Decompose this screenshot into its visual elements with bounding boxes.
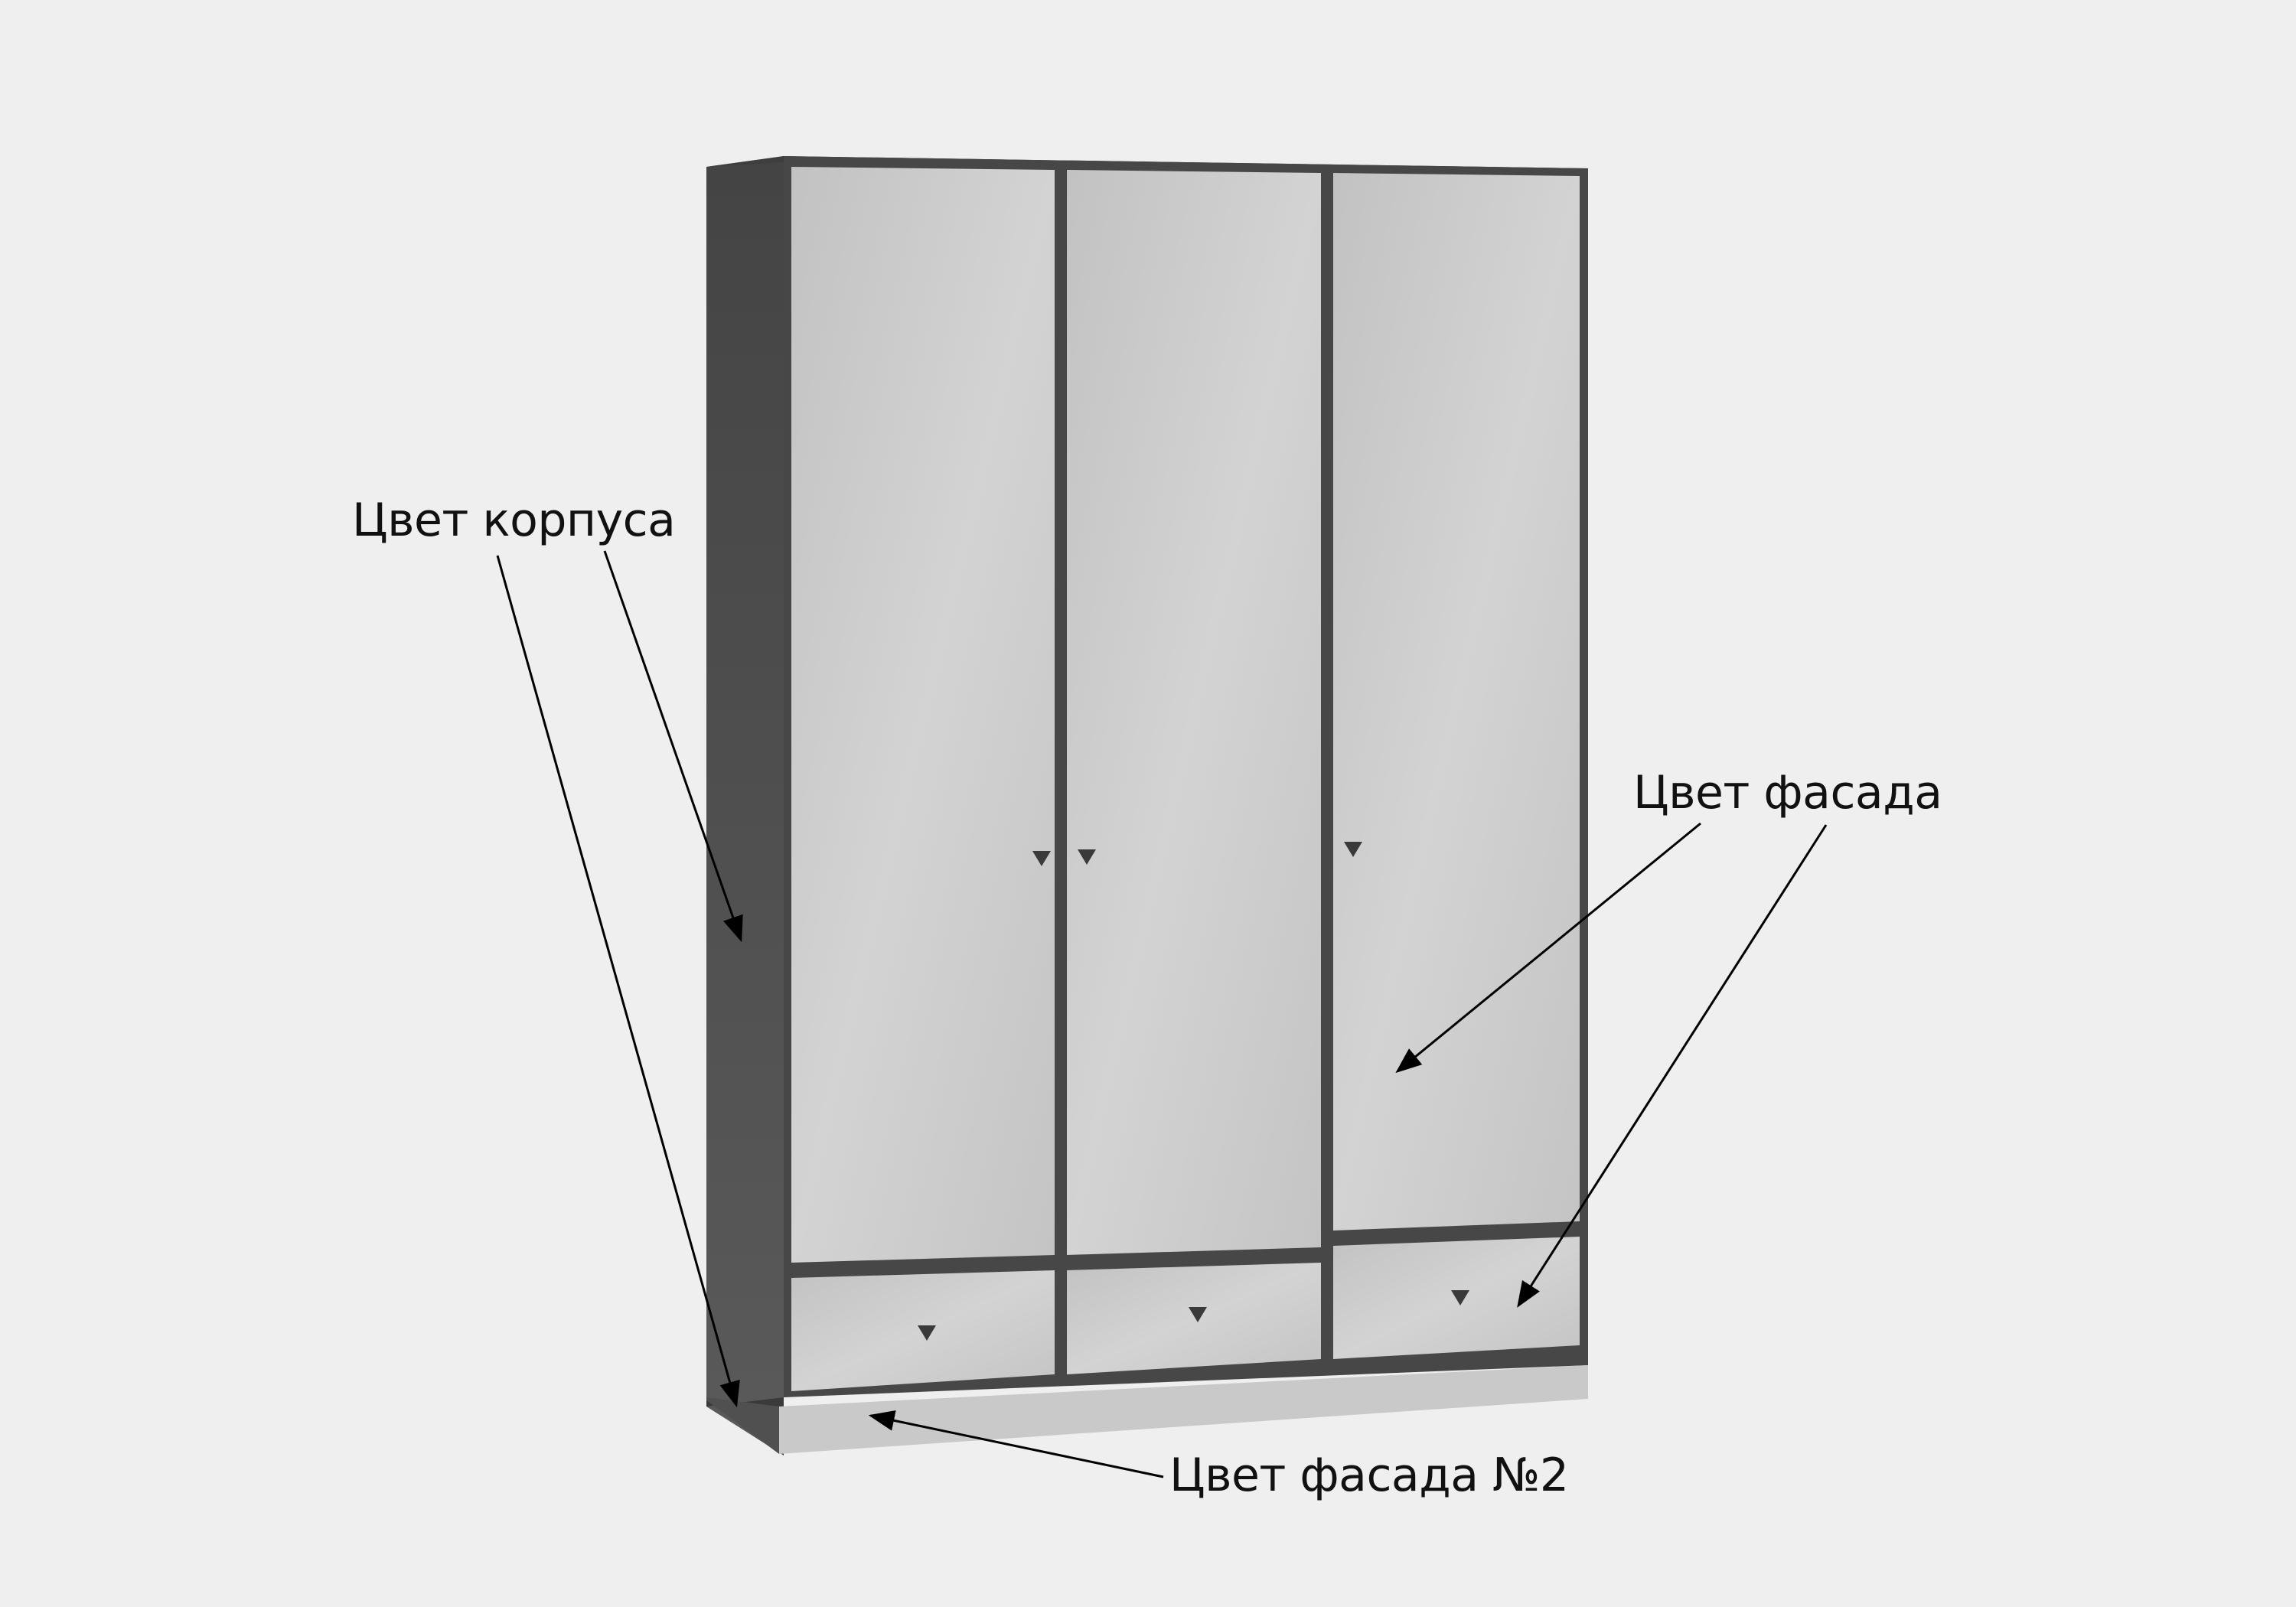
drawer-center (1067, 1263, 1321, 1374)
body-color-label: Цвет корпуса (352, 494, 676, 547)
handle-icon (1451, 1290, 1469, 1305)
facade-color-2-label: Цвет фасада №2 (1169, 1449, 1569, 1502)
door-center (1067, 170, 1321, 1255)
handle-icon (1032, 851, 1051, 866)
plinth-front (779, 1365, 1588, 1454)
annotation-arrows (496, 550, 1828, 1478)
handle-icon (918, 1325, 936, 1341)
facade-color-label: Цвет фасада (1633, 766, 1942, 820)
handles (918, 842, 1469, 1341)
side-panel (706, 156, 784, 1455)
arrow-body-side (603, 550, 743, 943)
drawers (791, 1237, 1580, 1391)
door-left (791, 167, 1055, 1263)
plinth (706, 1365, 1588, 1455)
arrow-body-plinth (496, 555, 740, 1408)
door-right (1333, 173, 1580, 1231)
handle-icon (1078, 849, 1096, 865)
handle-icon (1344, 842, 1362, 857)
arrow-facade-door (1395, 822, 1701, 1074)
handle-icon (1189, 1307, 1207, 1322)
doors (791, 167, 1580, 1263)
arrow-facade2-plinth (868, 1410, 1164, 1478)
arrow-facade-drawer (1517, 824, 1828, 1308)
plinth-shadow (706, 1397, 779, 1454)
